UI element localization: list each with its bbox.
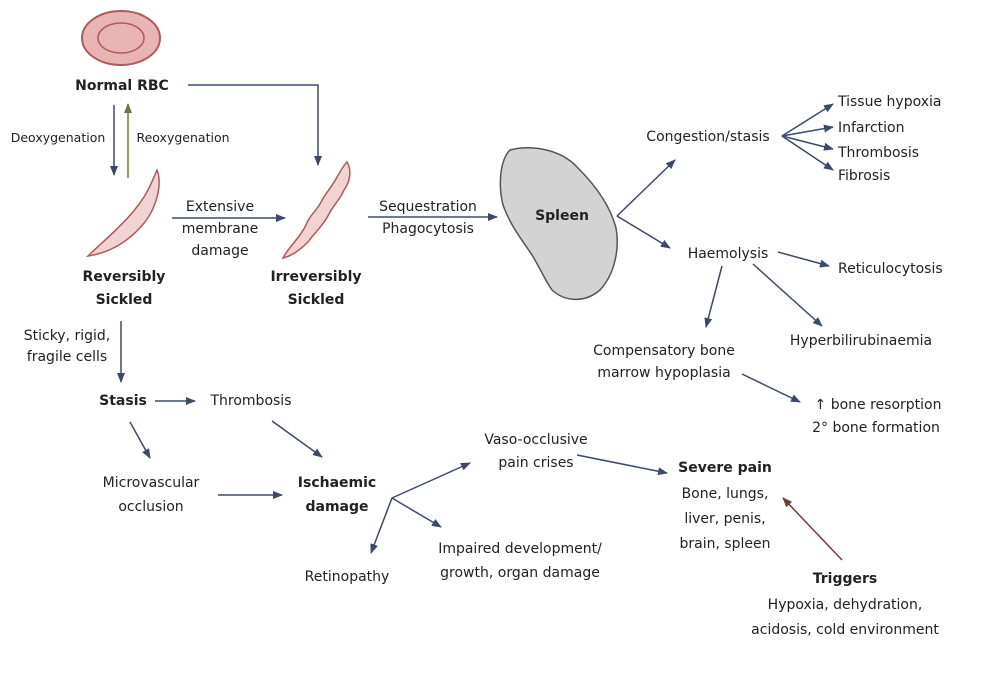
- compensatory-line1: Compensatory bone: [593, 343, 735, 359]
- sticky-cells-line1: Sticky, rigid,: [24, 328, 111, 344]
- arrow-haemolysis-to-reticulocytosis: [777, 251, 830, 268]
- arrow-vaso-to-severe-pain: [576, 454, 668, 476]
- reversibly-sickled-cell-icon: [85, 168, 160, 258]
- tissue-hypoxia-label: Tissue hypoxia: [837, 94, 941, 110]
- reticulocytosis-label: Reticulocytosis: [838, 261, 943, 277]
- arrow-ischaemic-to-impaired: [391, 497, 442, 528]
- thrombosis-spleen-label: Thrombosis: [837, 145, 919, 161]
- triggers-label: Triggers: [813, 571, 878, 587]
- sticky-cells-line2: fragile cells: [27, 349, 107, 365]
- sequestration-label: Sequestration: [379, 199, 477, 215]
- reoxygenation-label: Reoxygenation: [136, 130, 229, 145]
- extensive-membrane-damage-line1: Extensive: [186, 199, 254, 215]
- arrow-ischaemic-to-retinopathy: [370, 497, 393, 554]
- extensive-membrane-damage-line3: damage: [191, 243, 248, 259]
- thrombosis-label: Thrombosis: [209, 393, 291, 409]
- vaso-occlusive-line1: Vaso-occlusive: [484, 432, 587, 448]
- arrow-haemolysis-to-hyperbilirubinaemia: [752, 263, 823, 327]
- arrow-congestion-to-tissue-hypoxia: [781, 103, 834, 137]
- arrow-thrombosis-to-ischaemic: [271, 420, 323, 458]
- ischaemic-damage-line1: Ischaemic: [298, 475, 376, 491]
- impaired-development-line2: growth, organ damage: [440, 565, 600, 581]
- infarction-label: Infarction: [838, 120, 904, 136]
- arrow-triggers-to-severe-pain: [782, 497, 843, 561]
- pain-sites-line3: brain, spleen: [679, 536, 770, 552]
- compensatory-line2: marrow hypoplasia: [597, 365, 730, 381]
- irreversibly-sickled-line1: Irreversibly: [270, 269, 361, 285]
- irreversibly-sickled-cell-icon: [281, 160, 351, 260]
- arrow-congestion-to-infarction: [781, 124, 834, 137]
- reversibly-sickled-line1: Reversibly: [83, 269, 166, 285]
- arrow-normal-to-irreversibly: [188, 84, 322, 166]
- triggers-line1: Hypoxia, dehydration,: [768, 597, 923, 613]
- arrow-ischaemic-to-vaso: [391, 462, 471, 499]
- microvascular-occlusion-line1: Microvascular: [103, 475, 200, 491]
- bone-formation-label: 2° bone formation: [812, 420, 940, 436]
- pain-sites-line2: liver, penis,: [684, 511, 765, 527]
- normal-rbc-icon: [81, 10, 161, 66]
- stasis-label: Stasis: [99, 393, 147, 409]
- reversibly-sickled-line2: Sickled: [96, 292, 153, 308]
- retinopathy-label: Retinopathy: [305, 569, 390, 585]
- impaired-development-line1: Impaired development/: [438, 541, 602, 557]
- arrow-compensatory-to-bone: [741, 373, 801, 403]
- extensive-membrane-damage-line2: membrane: [182, 221, 259, 237]
- arrow-spleen-to-haemolysis: [616, 215, 671, 249]
- spleen-icon: [499, 147, 618, 301]
- phagocytosis-label: Phagocytosis: [382, 221, 474, 237]
- fibrosis-label: Fibrosis: [838, 168, 890, 184]
- triggers-line2: acidosis, cold environment: [751, 622, 939, 638]
- spleen-label: Spleen: [535, 208, 589, 224]
- ischaemic-damage-line2: damage: [305, 499, 368, 515]
- pain-sites-line1: Bone, lungs,: [682, 486, 769, 502]
- severe-pain-label: Severe pain: [678, 460, 772, 476]
- deoxygenation-label: Deoxygenation: [11, 130, 106, 145]
- vaso-occlusive-line2: pain crises: [498, 455, 573, 471]
- bone-resorption-label: ↑ bone resorption: [815, 397, 942, 413]
- arrow-haemolysis-to-compensatory: [704, 265, 723, 328]
- arrow-congestion-to-thrombosis: [781, 135, 834, 151]
- hyperbilirubinaemia-label: Hyperbilirubinaemia: [790, 333, 932, 349]
- microvascular-occlusion-line2: occlusion: [118, 499, 183, 515]
- congestion-stasis-label: Congestion/stasis: [646, 129, 769, 145]
- haemolysis-label: Haemolysis: [688, 246, 769, 262]
- normal-rbc-label: Normal RBC: [75, 78, 169, 94]
- arrow-congestion-to-fibrosis: [781, 135, 834, 171]
- arrow-spleen-to-congestion: [616, 159, 676, 217]
- arrow-stasis-to-microvascular: [129, 421, 151, 459]
- irreversibly-sickled-line2: Sickled: [288, 292, 345, 308]
